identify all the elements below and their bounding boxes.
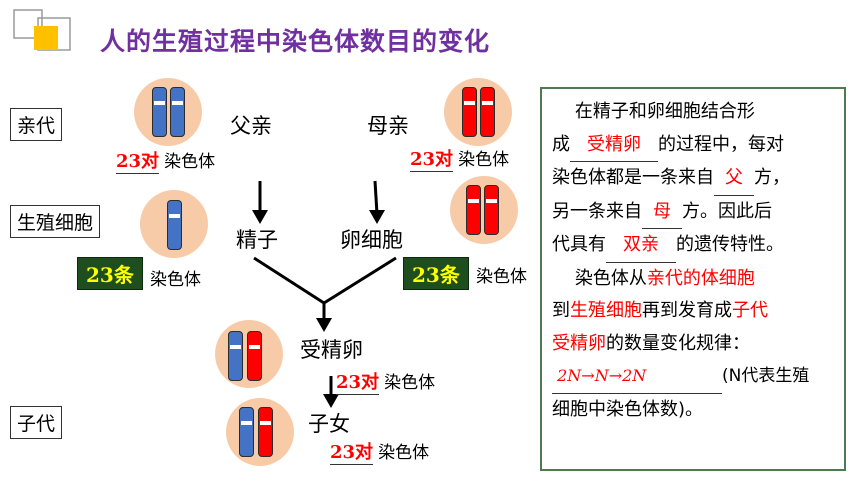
sperm-cell (140, 190, 208, 258)
label-offspring: 子代 (10, 406, 63, 439)
text: (N代表生殖 (722, 366, 810, 386)
label-germ-cells: 生殖细胞 (10, 205, 101, 238)
unit-label: 染色体 (378, 443, 430, 463)
father-cell (134, 78, 202, 146)
chromosome (462, 87, 477, 137)
zygote-count-row: 23对 染色体 (336, 368, 435, 395)
highlight: 亲代的体细胞 (646, 267, 755, 289)
chromosome (247, 331, 262, 381)
child-cell (226, 398, 294, 466)
chromosome (480, 87, 495, 137)
chromosome (484, 185, 499, 235)
flow-arrows (252, 180, 397, 408)
text: 再到发育成 (642, 300, 732, 321)
text: 方。因此后 (682, 200, 772, 222)
blank-parents: 双亲 (606, 229, 676, 263)
formula-2n: 2N (622, 366, 647, 385)
mother-count: 23对 (410, 145, 454, 172)
text: 染色体都是一条来自 (552, 167, 714, 188)
child-label: 子女 (308, 412, 350, 436)
text: 另一条来自 (552, 200, 642, 222)
text: 细胞中染色体数)。 (552, 398, 704, 420)
child-count-row: 23对 染色体 (330, 438, 429, 465)
mother-label: 母亲 (367, 114, 409, 138)
child-count: 23对 (330, 438, 374, 465)
formula-n: N (594, 366, 609, 385)
line: 代具有双亲的遗传特性。 (552, 229, 836, 263)
zygote-label: 受精卵 (300, 338, 363, 362)
egg-cell (450, 176, 518, 244)
highlight: 受精卵 (552, 332, 606, 354)
chromosome (170, 87, 185, 137)
text: 在精子和卵细胞结合形 (574, 101, 755, 122)
line: 受精卵的数量变化规律： (552, 328, 836, 361)
line: 染色体都是一条来自父方， (552, 162, 836, 196)
text: 的过程中，每对 (658, 133, 784, 155)
chromosome (239, 407, 254, 457)
egg-count: 23条 (403, 257, 469, 290)
chromosome (152, 87, 167, 137)
line: 到生殖细胞再到发育成子代 (552, 295, 836, 328)
sperm-count: 23条 (77, 257, 143, 290)
highlight: 子代 (732, 300, 768, 321)
zygote-count: 23对 (336, 368, 380, 395)
arrow-right-icon: → (608, 366, 623, 385)
formula-line: 2N→N→2N(N代表生殖 (552, 360, 836, 394)
father-label: 父亲 (230, 114, 272, 138)
logo-icon (12, 8, 72, 56)
father-count-row: 23对 染色体 (116, 147, 215, 174)
text: 染色体从 (574, 267, 647, 289)
arrow-right-icon: → (581, 366, 595, 385)
text: 的遗传特性。 (676, 234, 784, 255)
blank-father: 父 (714, 162, 754, 196)
chromosome (466, 185, 481, 235)
label-parents: 亲代 (10, 108, 63, 141)
unit-label: 染色体 (150, 270, 201, 290)
formula: 2N→N→2N (552, 360, 722, 394)
unit-label: 染色体 (164, 152, 216, 172)
unit-label: 染色体 (384, 373, 436, 393)
unit-label: 染色体 (476, 267, 527, 287)
line: 细胞中染色体数)。 (552, 394, 836, 427)
zygote-cell (215, 320, 283, 388)
formula-2n: 2N (557, 366, 582, 385)
blank-zygote: 受精卵 (570, 129, 658, 162)
text: 代具有 (552, 234, 606, 255)
father-count: 23对 (116, 147, 160, 174)
text: 的数量变化规律： (606, 332, 750, 354)
mother-count-row: 23对 染色体 (410, 145, 509, 172)
text: 方， (754, 167, 790, 188)
blank-mother: 母 (642, 196, 682, 229)
explanation-box: 在精子和卵细胞结合形 成受精卵的过程中，每对 染色体都是一条来自父方， 另一条来… (540, 87, 846, 471)
chromosome (167, 200, 182, 250)
line: 染色体从亲代的体细胞 (552, 263, 836, 296)
chromosome (228, 331, 243, 381)
line: 成受精卵的过程中，每对 (552, 129, 836, 162)
egg-label: 卵细胞 (340, 228, 403, 252)
line: 另一条来自母方。因此后 (552, 196, 836, 229)
highlight: 生殖细胞 (570, 300, 642, 321)
line: 在精子和卵细胞结合形 (552, 96, 836, 129)
mother-cell (444, 78, 512, 146)
chromosome (258, 407, 273, 457)
text: 成 (552, 133, 570, 155)
page-title: 人的生殖过程中染色体数目的变化 (100, 27, 491, 56)
text: 到 (552, 300, 570, 321)
unit-label: 染色体 (458, 150, 510, 170)
sperm-label: 精子 (236, 228, 278, 252)
